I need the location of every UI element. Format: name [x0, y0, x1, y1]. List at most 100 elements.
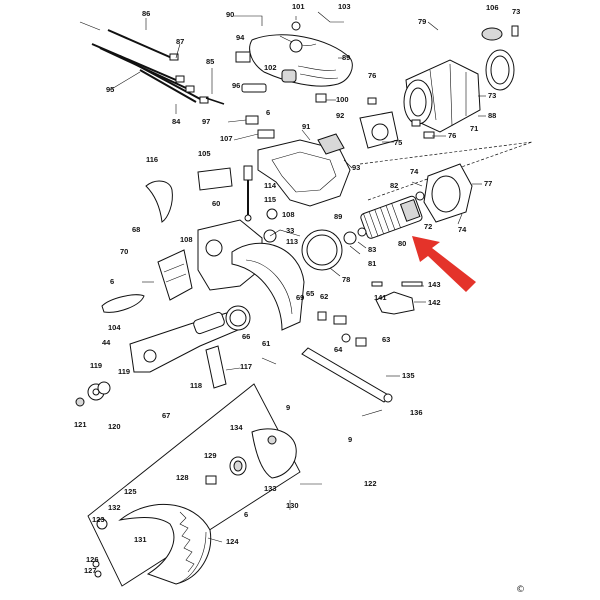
label-plate — [145, 167, 233, 223]
part-label-77: 77 — [484, 179, 492, 188]
part-label-84: 84 — [172, 117, 181, 126]
handle-top-cover — [249, 21, 353, 87]
part-label-116: 116 — [146, 155, 158, 164]
part-label-89: 89 — [342, 53, 350, 62]
part-label-118: 118 — [190, 381, 202, 390]
part-label-122: 122 — [364, 479, 377, 488]
fan-housing — [481, 25, 519, 91]
part-label-136: 136 — [410, 408, 423, 417]
washers — [75, 381, 111, 407]
armature-stator — [359, 141, 533, 239]
part-label-119: 119 — [90, 361, 102, 370]
part-label-86: 86 — [142, 9, 150, 18]
part-label-9: 9 — [348, 435, 352, 444]
part-label-61: 61 — [262, 339, 270, 348]
part-label-83: 83 — [368, 245, 376, 254]
guard-plate — [157, 249, 193, 301]
part-label-97: 97 — [202, 117, 210, 126]
part-label-76: 76 — [448, 131, 456, 140]
switch-parts — [235, 51, 327, 139]
part-label-75: 75 — [394, 138, 402, 147]
part-label-71: 71 — [470, 124, 478, 133]
part-label-72: 72 — [424, 222, 432, 231]
part-label-66: 66 — [242, 332, 250, 341]
part-label-6: 6 — [244, 510, 248, 519]
part-label-6: 6 — [110, 277, 114, 286]
part-label-85: 85 — [206, 57, 214, 66]
part-label-121: 121 — [74, 420, 87, 429]
part-label-90: 90 — [226, 10, 234, 19]
part-label-79: 79 — [418, 17, 426, 26]
part-label-134: 134 — [230, 423, 243, 432]
power-cable — [243, 165, 278, 222]
copyright-mark: © — [516, 585, 525, 595]
part-label-128: 128 — [176, 473, 189, 482]
part-label-89: 89 — [334, 212, 342, 221]
motor-housing — [403, 59, 481, 133]
upper-housing — [257, 133, 351, 207]
part-label-114: 114 — [264, 181, 277, 190]
part-label-67: 67 — [162, 411, 170, 420]
part-label-108: 108 — [180, 235, 193, 244]
rod — [301, 347, 393, 403]
part-label-95: 95 — [106, 85, 114, 94]
part-label-81: 81 — [368, 259, 376, 268]
part-label-94: 94 — [236, 33, 245, 42]
red-arrow-indicator — [412, 236, 476, 292]
part-label-76: 76 — [368, 71, 376, 80]
part-label-108: 108 — [282, 210, 295, 219]
part-label-106: 106 — [486, 3, 499, 12]
part-label-107: 107 — [220, 134, 233, 143]
part-label-33: 33 — [286, 226, 294, 235]
part-label-74: 74 — [458, 225, 467, 234]
part-label-123: 123 — [92, 515, 105, 524]
part-label-93: 93 — [352, 163, 360, 172]
cable-ties — [91, 29, 225, 105]
spindle-arm — [129, 305, 251, 373]
part-label-64: 64 — [334, 345, 343, 354]
part-label-126: 126 — [86, 555, 99, 564]
leader-lines — [79, 11, 486, 543]
part-label-100: 100 — [336, 95, 349, 104]
part-label-102: 102 — [264, 63, 277, 72]
part-label-119: 119 — [118, 367, 130, 376]
part-label-73: 73 — [512, 7, 520, 16]
part-label-9: 9 — [286, 403, 290, 412]
part-label-105: 105 — [198, 149, 211, 158]
part-label-125: 125 — [124, 487, 137, 496]
part-label-115: 115 — [264, 195, 276, 204]
part-label-131: 131 — [134, 535, 147, 544]
part-label-142: 142 — [428, 298, 441, 307]
part-label-68: 68 — [132, 225, 140, 234]
part-label-88: 88 — [488, 111, 496, 120]
part-label-120: 120 — [108, 422, 121, 431]
part-label-129: 129 — [204, 451, 217, 460]
part-label-80: 80 — [398, 239, 406, 248]
gear-housing — [197, 219, 305, 331]
part-label-103: 103 — [338, 2, 351, 11]
part-label-60: 60 — [212, 199, 220, 208]
part-label-124: 124 — [226, 537, 239, 546]
part-label-63: 63 — [382, 335, 390, 344]
part-label-135: 135 — [402, 371, 415, 380]
part-label-65: 65 — [306, 289, 314, 298]
part-label-141: 141 — [374, 293, 387, 302]
part-label-96: 96 — [232, 81, 240, 90]
brush-holder — [359, 97, 435, 149]
part-label-78: 78 — [342, 275, 350, 284]
part-label-132: 132 — [108, 503, 121, 512]
part-label-70: 70 — [120, 247, 128, 256]
lock-parts — [317, 281, 423, 347]
part-label-104: 104 — [108, 323, 121, 332]
part-label-44: 44 — [102, 338, 111, 347]
bracket — [205, 345, 227, 389]
part-label-117: 117 — [240, 362, 252, 371]
bumper-pad — [101, 294, 145, 313]
part-label-73: 73 — [488, 91, 496, 100]
lower-guard-box — [87, 383, 301, 587]
part-label-92: 92 — [336, 111, 344, 120]
part-label-82: 82 — [390, 181, 398, 190]
